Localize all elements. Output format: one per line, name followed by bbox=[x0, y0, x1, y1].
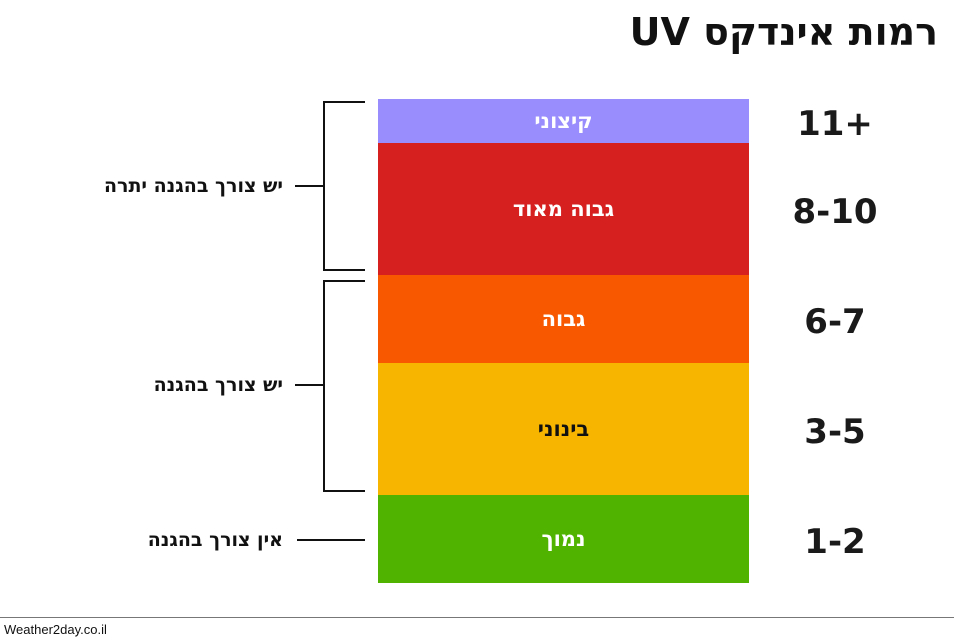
footer-source: Weather2day.co.il bbox=[4, 622, 107, 637]
band-label: בינוני bbox=[537, 417, 590, 441]
group-label-no-protection: אין צורך בהגנה bbox=[147, 529, 283, 551]
band-label: נמוך bbox=[541, 527, 586, 551]
band-low: נמוך bbox=[378, 495, 749, 583]
footer-divider bbox=[0, 617, 954, 618]
range-high: 6-7 bbox=[804, 302, 866, 342]
band-label: קיצוני bbox=[534, 109, 593, 133]
band-label: גבוה מאוד bbox=[512, 197, 615, 221]
band-label: גבוה bbox=[541, 307, 586, 331]
group-label-protection: יש צורך בהגנה bbox=[153, 374, 283, 396]
band-extreme: קיצוני bbox=[378, 99, 749, 143]
range-low: 1-2 bbox=[804, 522, 866, 562]
range-very-high: 8-10 bbox=[792, 192, 878, 232]
page-title: רמות אינדקס UV bbox=[629, 10, 938, 54]
band-high: גבוה bbox=[378, 275, 749, 363]
band-moderate: בינוני bbox=[378, 363, 749, 495]
connector-no-protection bbox=[297, 539, 365, 541]
band-very-high: גבוה מאוד bbox=[378, 143, 749, 275]
range-extreme: 11+ bbox=[797, 104, 873, 144]
range-moderate: 3-5 bbox=[804, 412, 866, 452]
group-label-extra-protection: יש צורך בהגנה יתרה bbox=[103, 175, 283, 197]
